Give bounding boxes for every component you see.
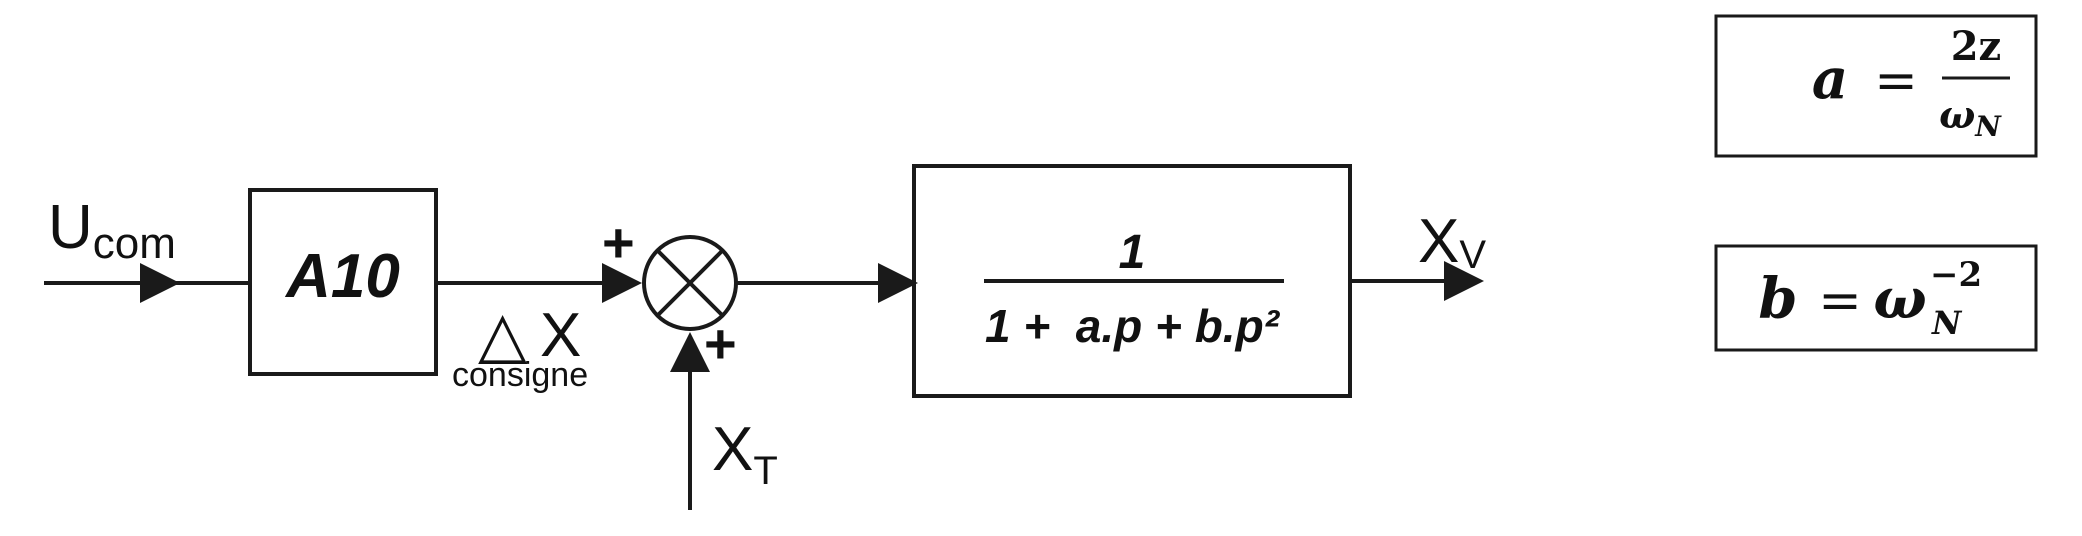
output-label-main: X [1418, 207, 1459, 276]
input-label-main: U [48, 193, 93, 262]
definition-b-lhs: b [1758, 266, 1797, 332]
output-label: XV [1418, 207, 1486, 277]
gain-block-label: A10 [284, 242, 400, 311]
input-label-sub: com [93, 219, 176, 268]
setpoint-delta: △ [478, 298, 528, 370]
disturbance-label-main: X [712, 415, 753, 484]
transfer-denominator: 1 + a.p + b.p² [985, 300, 1281, 352]
summing-sign-top: + [602, 211, 635, 274]
definition-b-equals: = [1818, 271, 1862, 331]
setpoint-main: X [540, 301, 581, 370]
definition-b-sup: −2 [1930, 255, 1982, 295]
summing-sign-bottom: + [704, 312, 737, 375]
definition-a-equals: = [1874, 51, 1918, 111]
definition-a-denominator-sub: N [1974, 110, 2002, 143]
transfer-numerator: 1 [1119, 226, 1146, 279]
input-label: Ucom [48, 193, 176, 268]
summing-cross-2 [655, 248, 725, 318]
output-label-sub: V [1459, 233, 1486, 277]
setpoint-sub: consigne [452, 356, 588, 394]
definition-a-box [1714, 14, 2038, 158]
definition-b-box [1714, 244, 2038, 352]
disturbance-label: XT [712, 415, 778, 493]
definition-a-numerator: 2z [1951, 23, 2002, 70]
disturbance-label-sub: T [753, 449, 777, 493]
definition-a-lhs: a [1812, 46, 1848, 112]
definition-b-base: ω [1873, 266, 1926, 332]
definition-b-sub: N [1931, 304, 1963, 342]
definition-a-denominator: ωN [1939, 92, 2002, 143]
definition-a-denominator-base: ω [1939, 92, 1975, 137]
